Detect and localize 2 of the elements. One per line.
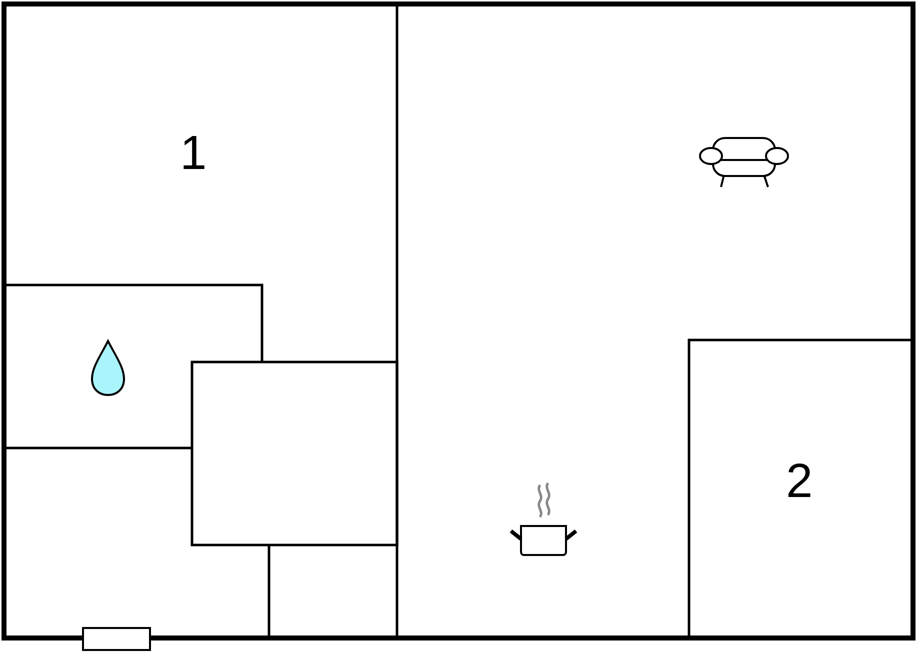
room-number: 1: [180, 130, 207, 178]
room-number: 2: [786, 458, 813, 506]
